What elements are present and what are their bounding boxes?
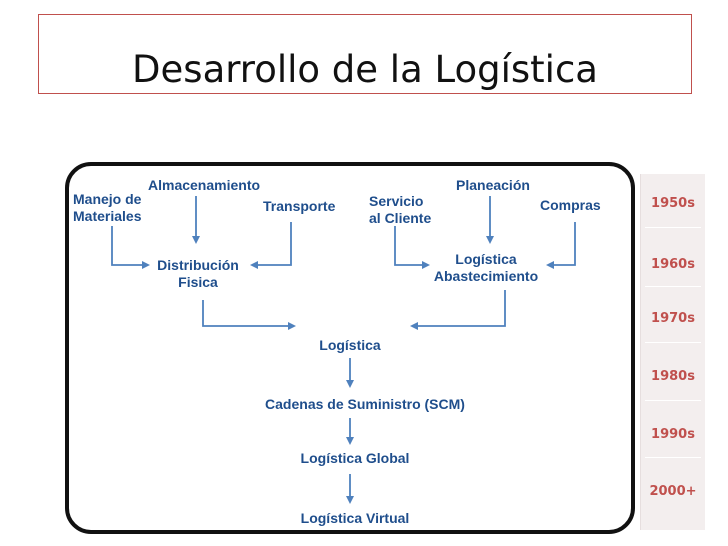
arrow-manejo-distribucion (111, 226, 150, 269)
node-distribucion-fisica: Distribución Fisica (157, 257, 239, 290)
page-title: Desarrollo de la Logística (132, 48, 598, 91)
year-divider (645, 227, 701, 228)
node-almacenamiento: Almacenamiento (148, 177, 261, 193)
node-logistica-global: Logística Global (300, 450, 410, 466)
node-manejo-materiales: Manejo de Materiales (73, 191, 142, 224)
year-divider (645, 457, 701, 458)
arrow-abastecimiento-logistica (410, 290, 506, 330)
node-compras: Compras (540, 197, 601, 213)
diagram-frame (65, 162, 635, 534)
node-servicio-cliente: Servicio al Cliente (369, 193, 432, 226)
node-logistica-virtual: Logística Virtual (300, 510, 410, 526)
arrow-transporte-distribucion (250, 222, 292, 269)
arrow-compras-abastecimiento (546, 222, 576, 269)
year-label: 1960s (651, 257, 695, 272)
node-logistica: Logística (319, 337, 381, 353)
node-cadenas-suministro: Cadenas de Suministro (SCM) (265, 396, 465, 412)
node-logistica-abastecimiento: Logística Abastecimiento (433, 251, 539, 284)
node-planeacion: Planeación (456, 177, 530, 193)
title-box: Desarrollo de la Logística (38, 14, 692, 94)
arrow-servicio-abastecimiento (394, 226, 430, 269)
year-divider (645, 400, 701, 401)
year-divider (645, 342, 701, 343)
years-column: 1950s 1960s 1970s 1980s 1990s 2000+ (640, 174, 705, 530)
year-label: 1990s (651, 427, 695, 442)
arrow-distribucion-logistica (202, 300, 296, 330)
year-label: 1980s (651, 369, 695, 384)
year-label: 1950s (651, 196, 695, 211)
year-label: 1970s (651, 311, 695, 326)
node-transporte: Transporte (263, 198, 336, 214)
year-label: 2000+ (649, 484, 697, 499)
year-divider (645, 286, 701, 287)
